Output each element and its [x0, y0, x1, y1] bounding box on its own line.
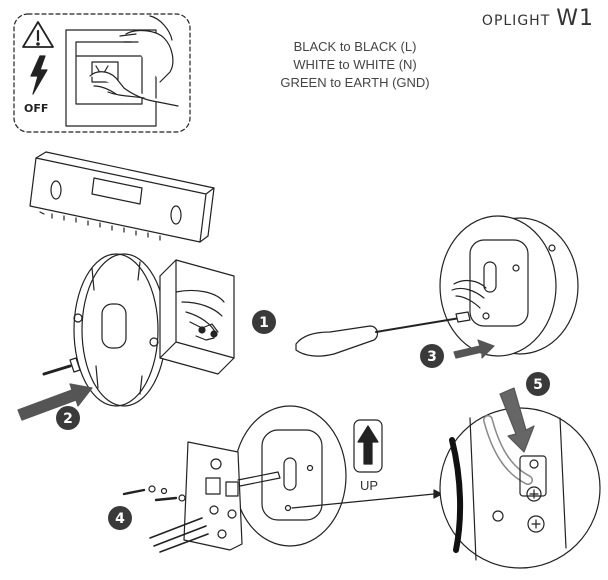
step-badge-5: 5 — [526, 372, 550, 396]
step-badge-1: 1 — [252, 310, 276, 334]
terminal-bracket — [149, 441, 281, 553]
lamp-back — [439, 215, 579, 357]
up-label: UP — [360, 478, 378, 493]
wiring-line-black: BLACK to BLACK (L) — [293, 39, 417, 54]
brand-model: W1 — [556, 6, 594, 31]
brand-title: OPLIGHT W1 — [482, 6, 594, 31]
spirit-level — [29, 151, 215, 243]
power-off-panel: OFF — [13, 13, 191, 133]
screw-2 — [42, 357, 81, 376]
detail-view — [439, 407, 601, 569]
detail-pointer — [291, 493, 435, 509]
screwdriver — [295, 311, 471, 357]
arrow-step-5 — [499, 387, 535, 453]
svg-text:1: 1 — [259, 315, 269, 331]
detail-pointer-arrow — [433, 489, 443, 499]
power-off-label: OFF — [24, 102, 48, 115]
arrow-step-3 — [453, 339, 495, 359]
wiring-instructions: BLACK to BLACK (L) WHITE to WHITE (N) GR… — [250, 38, 460, 92]
up-indicator: UP — [353, 419, 383, 493]
brand-prefix: OPLIGHT — [481, 13, 551, 29]
screws-step4 — [122, 485, 186, 502]
up-arrow-icon — [357, 425, 379, 465]
svg-text:5: 5 — [533, 377, 543, 393]
step-badge-2: 2 — [56, 406, 80, 430]
junction-box — [159, 259, 235, 375]
step-badge-4: 4 — [108, 506, 132, 530]
svg-text:2: 2 — [63, 411, 73, 427]
warning-icon — [22, 21, 54, 48]
step-badge-3: 3 — [420, 344, 444, 368]
mounting-plate — [73, 253, 167, 407]
arrow-step-2 — [17, 383, 93, 421]
wall-plate-step4 — [233, 405, 347, 547]
svg-text:3: 3 — [427, 349, 437, 365]
wiring-line-green: GREEN to EARTH (GND) — [280, 75, 430, 90]
wiring-line-white: WHITE to WHITE (N) — [293, 57, 417, 72]
lightning-icon — [30, 55, 48, 95]
svg-text:4: 4 — [115, 511, 125, 527]
